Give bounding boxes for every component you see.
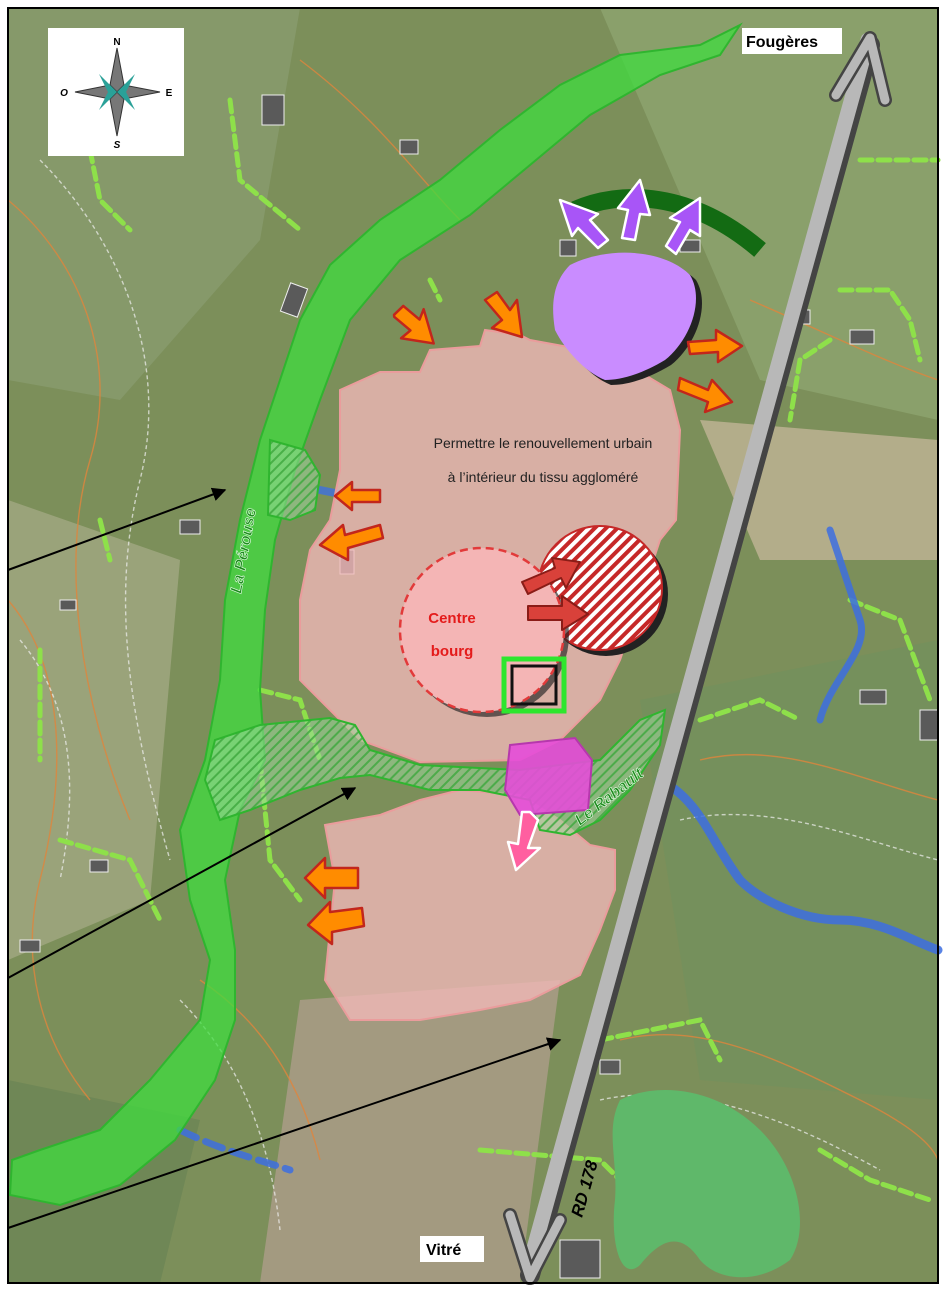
arrow-orange-west-4 (306, 900, 366, 946)
arrow-orange-west-1 (333, 480, 382, 512)
green-corridor-la-perouse (8, 22, 743, 1207)
arrow-orange-west-2 (318, 523, 385, 562)
leader-lines (7, 487, 562, 1229)
vitre-label-bg (420, 1236, 484, 1262)
arrow-purple-3 (664, 196, 702, 256)
map-frame (7, 7, 939, 1284)
arrow-purple-1 (558, 198, 610, 250)
expansion-arrows (303, 290, 744, 946)
arrow-purple-2 (616, 178, 652, 242)
forest-patch (612, 1090, 800, 1278)
place-label-vitre: Vitré (426, 1242, 461, 1259)
arrow-orange-north-2 (483, 290, 524, 339)
centre-bourg-label-line2: bourg (431, 643, 474, 660)
urban-fabric (299, 328, 682, 1021)
compass-south-label: S (114, 140, 121, 151)
centre-bourg-label-line1: Centre (428, 610, 476, 627)
arrow-orange-north-1 (392, 304, 435, 345)
arrow-orange-west-3 (303, 856, 360, 900)
compass-north-label: N (113, 37, 120, 48)
focus-square (501, 656, 567, 714)
green-buffer-arc (571, 189, 766, 257)
fougeres-label-bg (742, 28, 842, 54)
place-label-fougeres: Fougères (746, 34, 818, 51)
purple-arrows (558, 178, 702, 256)
arrow-pink (506, 810, 542, 872)
centre-bourg-circle (398, 546, 566, 714)
hatched-zone-la-perouse-west (266, 438, 322, 522)
red-extension-arrows (521, 557, 589, 631)
arrow-red-1 (521, 557, 581, 595)
arrow-orange-east-2 (676, 376, 734, 414)
compass-rose (48, 28, 184, 156)
arrow-orange-east-1 (686, 328, 744, 364)
purple-development-zone (553, 252, 696, 380)
magenta-zone (503, 736, 594, 817)
road-rd-178 (503, 31, 892, 1285)
compass-east-label: E (166, 88, 173, 99)
annotation-renewal-line2: à l’intérieur du tissu aggloméré (448, 469, 639, 485)
annotation-renewal-line1: Permettre le renouvellement urbain (434, 435, 653, 451)
arrow-red-2 (527, 595, 589, 631)
compass-west-label: O (60, 88, 68, 99)
focus-square-inner (510, 664, 558, 706)
hedge-network (37, 97, 941, 1203)
